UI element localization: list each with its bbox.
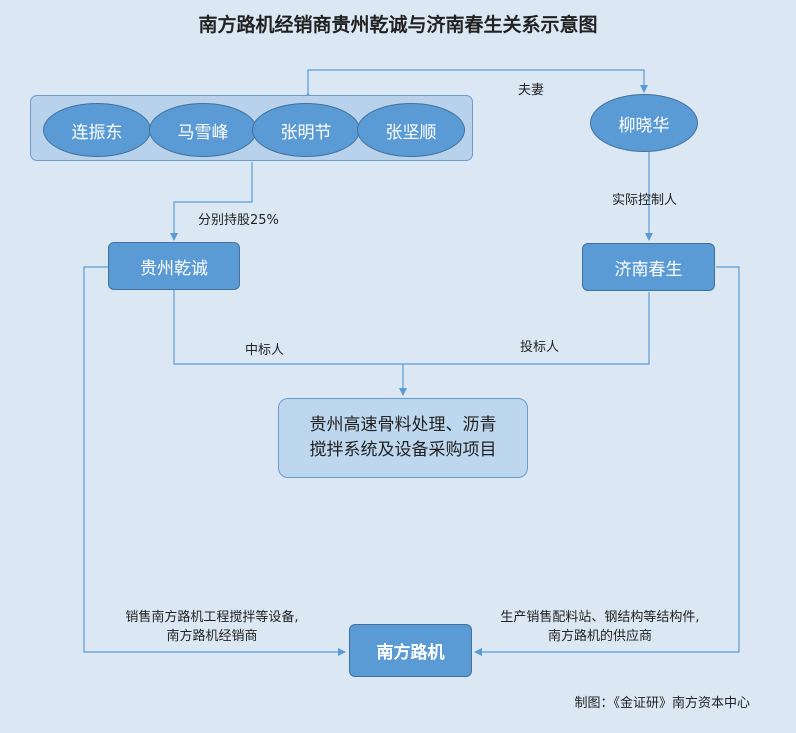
page-title: 南方路机经销商贵州乾诚与济南春生关系示意图 xyxy=(198,14,598,36)
dealer-connector xyxy=(83,266,346,656)
supplier-label-line-1: 生产销售配料站、钢结构等结构件, xyxy=(500,610,700,625)
shareholding-label: 分别持股25% xyxy=(198,213,279,228)
shareholding-connector xyxy=(170,162,253,241)
dealer-label-line-2: 南方路机经销商 xyxy=(166,629,258,644)
supplier-label: 生产销售配料站、钢结构等结构件, 南方路机的供应商 xyxy=(483,608,717,646)
spouse-node: 柳晓华 xyxy=(590,94,698,152)
qiancheng-node: 贵州乾诚 xyxy=(108,242,240,290)
nanfang-node: 南方路机 xyxy=(349,624,472,677)
spouse-connector xyxy=(304,69,648,100)
controller-label: 实际控制人 xyxy=(612,193,678,208)
shareholder-node: 连振东 xyxy=(43,103,151,157)
project-line-1: 贵州高速骨料处理、沥青 xyxy=(309,415,497,435)
shareholder-node: 张明节 xyxy=(252,103,360,157)
supplier-connector xyxy=(474,266,740,656)
project-node: 贵州高速骨料处理、沥青 搅拌系统及设备采购项目 xyxy=(278,398,528,478)
chunsheng-node: 济南春生 xyxy=(582,243,715,291)
dealer-label-line-1: 销售南方路机工程搅拌等设备, xyxy=(125,610,299,625)
shareholder-node: 张坚顺 xyxy=(357,103,465,157)
supplier-label-line-2: 南方路机的供应商 xyxy=(547,629,652,644)
dealer-label: 销售南方路机工程搅拌等设备, 南方路机经销商 xyxy=(112,608,312,646)
winner-label: 中标人 xyxy=(245,343,285,358)
project-line-2: 搅拌系统及设备采购项目 xyxy=(309,440,497,460)
shareholder-node: 马雪峰 xyxy=(149,103,257,157)
credit-text: 制图：《金证研》南方资本中心 xyxy=(574,696,750,711)
bidder-label: 投标人 xyxy=(520,340,560,355)
winner-connector xyxy=(173,290,650,365)
spouse-label: 夫妻 xyxy=(518,83,545,98)
